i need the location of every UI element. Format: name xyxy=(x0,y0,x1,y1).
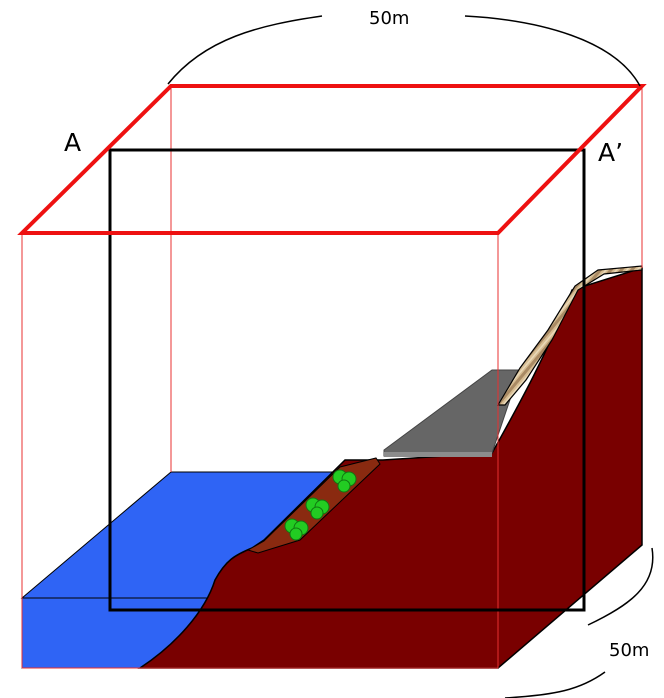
shrubs xyxy=(284,469,357,541)
rock-outcrop xyxy=(496,265,643,406)
top-dimension-label: 50m xyxy=(369,8,410,29)
point-a-prime-label: A’ xyxy=(598,138,624,167)
point-a-label: A xyxy=(64,128,82,157)
block-guide-lines xyxy=(21,86,643,669)
road-edge xyxy=(384,452,492,457)
ground-cross-section xyxy=(137,266,643,669)
section-frame xyxy=(108,148,586,612)
plan-frame xyxy=(17,84,647,235)
shrub-icon xyxy=(305,497,330,520)
top-dimension-bracket xyxy=(167,15,641,87)
shrub-icon xyxy=(284,518,309,541)
side-dimension-bracket xyxy=(504,547,654,698)
shrub-icon xyxy=(332,469,357,493)
side-dimension-label: 50m xyxy=(609,640,650,661)
